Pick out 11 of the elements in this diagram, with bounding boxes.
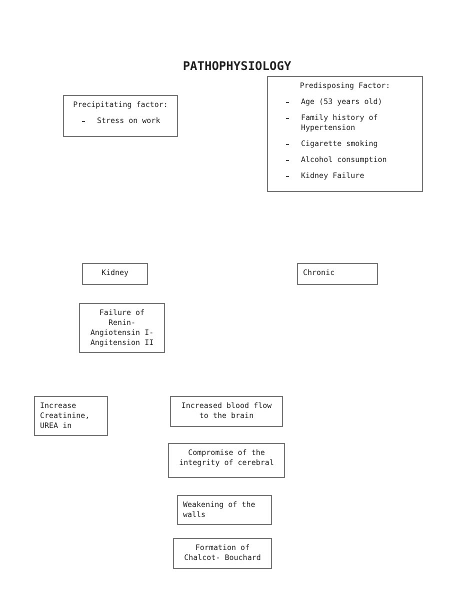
process-box — [177, 495, 272, 525]
factor-box — [63, 95, 178, 137]
factor-box — [267, 76, 423, 192]
process-box — [34, 396, 108, 436]
process-box — [82, 263, 148, 285]
process-box — [173, 538, 272, 569]
diagram-title: PATHOPHYSIOLOGY — [182, 58, 292, 75]
process-box — [170, 396, 283, 427]
process-box — [79, 303, 165, 353]
process-box — [168, 443, 285, 478]
process-box — [297, 263, 378, 285]
